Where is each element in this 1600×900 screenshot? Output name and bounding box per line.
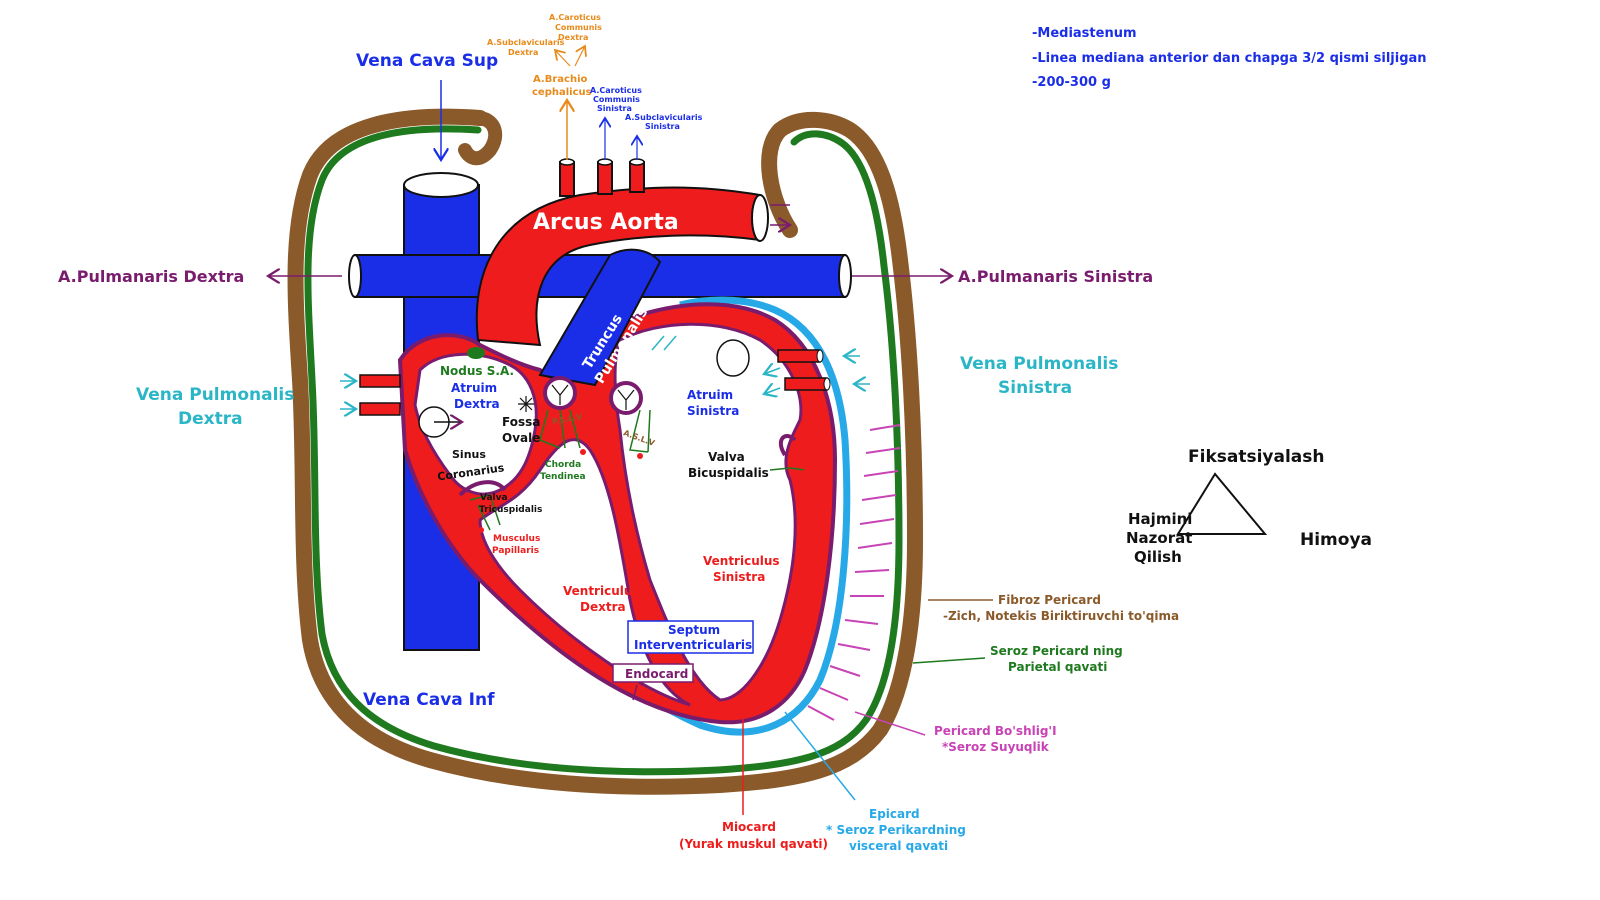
label-carotis-dextra-3: Dextra xyxy=(558,33,588,42)
label-ventr-sinistra-1: Ventriculus xyxy=(703,554,780,568)
label-ventr-dextra-1: Ventriculus xyxy=(563,584,640,598)
pericardial-cavity-lines xyxy=(807,424,901,721)
serous-parietal-layer xyxy=(304,125,903,776)
label-subclav-dextra-1: A.Subclavicularis xyxy=(487,38,565,47)
label-musculus-1: Musculus xyxy=(493,534,540,544)
note-line-1: -Mediastenum xyxy=(1032,26,1137,41)
label-nodus: Nodus S.A. xyxy=(440,364,514,378)
label-epicard-2: * Seroz Perikardning xyxy=(826,823,966,837)
label-carotis-sinistra-3: Sinistra xyxy=(597,104,632,113)
label-ventr-dextra-2: Dextra xyxy=(580,600,626,614)
left-atrium-opening xyxy=(716,339,750,377)
label-sinus-1: Sinus xyxy=(452,448,486,461)
label-boshliq-1: Pericard Bo'shlig'I xyxy=(934,724,1057,738)
label-tricuspid-2: Tricuspidalis xyxy=(479,505,542,515)
label-musculus-2: Papillaris xyxy=(492,546,539,556)
label-septum-1: Septum xyxy=(668,623,720,637)
note-line-3: -200-300 g xyxy=(1032,75,1111,90)
truncus-pulmonalis-shape xyxy=(538,248,662,387)
label-fossa-1: Fossa xyxy=(502,415,540,429)
label-epicard-3: visceral qavati xyxy=(849,839,948,853)
right-atrium-cavity xyxy=(413,352,538,496)
label-arcus-aorta: Arcus Aorta xyxy=(533,210,679,235)
pulmonary-valve xyxy=(543,376,577,410)
label-fossa-2: Ovale xyxy=(502,431,540,445)
label-ventr-sinistra-2: Sinistra xyxy=(713,570,765,584)
label-subclav-sinistra-2: Sinistra xyxy=(645,122,680,131)
label-bicuspid-2: Bicuspidalis xyxy=(688,466,769,480)
label-subclav-sinistra-1: A.Subclavicularis xyxy=(625,113,703,122)
label-fibroz-2: -Zich, Notekis Biriktiruvchi to'qima xyxy=(943,609,1179,623)
label-miocard-2: (Yurak muskul qavati) xyxy=(679,837,828,851)
label-miocard-1: Miocard xyxy=(722,820,776,834)
label-chorda-1: Chorda xyxy=(545,460,581,470)
aortic-valve xyxy=(609,381,643,415)
label-vena-cava-inf: Vena Cava Inf xyxy=(363,690,495,710)
label-brachio-1: A.Brachio xyxy=(533,74,588,85)
function-hajm-2: Nazorat xyxy=(1126,529,1192,547)
fibrous-pericardium xyxy=(287,108,924,795)
label-carotis-dextra-2: Communis xyxy=(555,23,602,32)
function-hajm-3: Qilish xyxy=(1134,548,1182,566)
fossa-ovale-icon xyxy=(518,396,534,412)
function-triangle xyxy=(1176,472,1268,535)
label-atrium-dextra-1: Atruim xyxy=(451,381,497,395)
septum-box xyxy=(627,620,754,654)
label-vena-cava-sup: Vena Cava Sup xyxy=(356,51,498,71)
label-fibroz-1: Fibroz Pericard xyxy=(998,593,1101,607)
label-brachio-2: cephalicus xyxy=(532,87,592,98)
label-atrium-sinistra-1: Atruim xyxy=(687,388,733,402)
label-endocard: Endocard xyxy=(625,667,688,681)
function-fiksatsiya: Fiksatsiyalash xyxy=(1188,447,1324,467)
function-hajm-1: Hajmini xyxy=(1128,510,1192,528)
label-tricuspid-1: Valva xyxy=(480,493,508,503)
nodus-sa-dot xyxy=(467,347,485,359)
note-line-2: -Linea mediana anterior dan chapga 3/2 q… xyxy=(1032,51,1427,66)
label-vena-pulm-dextra-2: Dextra xyxy=(178,409,243,429)
label-carotis-sinistra-1: A.Caroticus xyxy=(590,86,642,95)
function-himoya: Himoya xyxy=(1300,530,1372,550)
endocard-box xyxy=(612,663,694,683)
label-subclav-dextra-2: Dextra xyxy=(508,48,538,57)
label-carotis-sinistra-2: Communis xyxy=(593,95,640,104)
label-epicard-1: Epicard xyxy=(869,807,920,821)
label-seroz-2: Parietal qavati xyxy=(1008,660,1107,674)
label-vena-pulm-sinistra-2: Sinistra xyxy=(998,378,1072,398)
label-vena-pulm-sinistra-1: Vena Pulmonalis xyxy=(960,354,1118,374)
label-septum-2: Interventricularis xyxy=(634,638,752,652)
label-pulm-dextra: A.Pulmanaris Dextra xyxy=(58,267,244,286)
label-vena-pulm-dextra-1: Vena Pulmonalis xyxy=(136,385,294,405)
label-bicuspid-1: Valva xyxy=(708,450,745,464)
left-heart-cavity xyxy=(613,322,803,702)
label-atrium-dextra-2: Dextra xyxy=(454,397,500,411)
label-chorda-2: Tendinea xyxy=(540,472,586,482)
label-boshliq-2: *Seroz Suyuqlik xyxy=(942,740,1050,754)
label-carotis-dextra-1: A.Caroticus xyxy=(549,13,601,22)
label-atrium-sinistra-2: Sinistra xyxy=(687,404,739,418)
label-seroz-1: Seroz Pericard ning xyxy=(990,644,1123,658)
label-pulm-sinistra: A.Pulmanaris Sinistra xyxy=(958,267,1153,286)
